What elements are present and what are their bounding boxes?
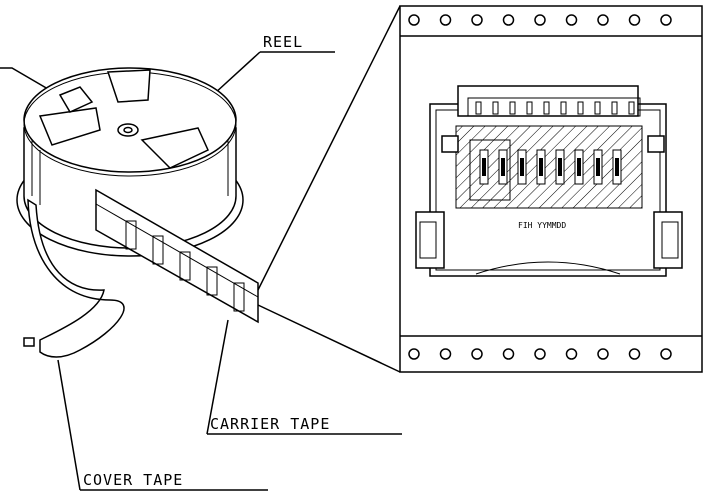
carrier-tape-label: CARRIER TAPE xyxy=(210,415,330,433)
sprocket-hole xyxy=(471,14,483,26)
reel-leader-line xyxy=(213,51,261,95)
sprocket-hole xyxy=(565,14,578,26)
connector-pin xyxy=(543,101,550,115)
connector-pin xyxy=(611,101,618,115)
connector-component: FIH YYMMDD xyxy=(415,85,683,277)
reel-window-top xyxy=(106,69,151,103)
sprocket-hole xyxy=(660,348,672,360)
magnified-view: FIH YYMMDD xyxy=(257,5,703,373)
card-slot-arc xyxy=(475,261,621,275)
connector-pins xyxy=(475,101,635,115)
sprocket-hole xyxy=(408,348,420,360)
carrier-tape-strip xyxy=(95,188,259,324)
tape-pocket xyxy=(233,282,245,312)
sprocket-hole xyxy=(471,348,483,360)
sprocket-hole xyxy=(597,14,609,26)
side-latch-right xyxy=(653,211,683,269)
component-marking: FIH YYMMDD xyxy=(518,221,566,230)
side-latch-left xyxy=(415,211,445,269)
reel-window-left xyxy=(38,107,101,146)
contact-spring xyxy=(501,158,505,176)
carrier-pockets xyxy=(125,220,245,312)
sprocket-hole xyxy=(408,14,420,26)
contact-spring xyxy=(558,158,562,176)
contact-spring xyxy=(596,158,600,176)
sprocket-hole xyxy=(628,14,641,26)
label-leader-line xyxy=(0,67,61,97)
sprocket-holes-top xyxy=(408,14,672,26)
cover-tape xyxy=(27,198,125,358)
reel-label-patch xyxy=(58,86,94,113)
connector-pin xyxy=(475,101,482,115)
contact-spring xyxy=(520,158,524,176)
connector-pin xyxy=(577,101,584,115)
cover-tape-label: COVER TAPE xyxy=(83,471,183,489)
cover-tape-leader-line xyxy=(57,359,81,491)
sprocket-hole xyxy=(502,14,515,26)
connector-pin xyxy=(560,101,567,115)
connector-pin xyxy=(526,101,533,115)
connector-pin xyxy=(509,101,516,115)
carrier-tape-label-group: CARRIER TAPE xyxy=(206,319,402,435)
sprocket-hole xyxy=(534,348,546,360)
sprocket-hole xyxy=(660,14,672,26)
tape-pocket xyxy=(206,266,218,296)
reel xyxy=(16,67,244,257)
contact-spring xyxy=(577,158,581,176)
cover-tape-label-group: COVER TAPE xyxy=(57,359,268,491)
sprocket-hole xyxy=(502,348,515,360)
sprocket-hole xyxy=(439,348,452,360)
connector-pin xyxy=(628,101,635,115)
corner-tab-right xyxy=(647,135,665,153)
sprocket-hole xyxy=(597,348,609,360)
tape-pocket xyxy=(125,220,137,250)
zoom-line-top xyxy=(257,5,401,291)
sprocket-hole xyxy=(565,348,578,360)
connector-pin xyxy=(492,101,499,115)
contact-spring xyxy=(539,158,543,176)
tape-pocket xyxy=(179,251,191,281)
reel-label-group: REEL xyxy=(213,33,335,95)
sprocket-hole xyxy=(439,14,452,26)
sprocket-hole xyxy=(534,14,546,26)
contact-spring xyxy=(615,158,619,176)
tape-pocket xyxy=(152,235,164,265)
contact-spring xyxy=(482,158,486,176)
connector-pin xyxy=(594,101,601,115)
reel-window-right xyxy=(140,127,209,169)
carrier-tape-leader-line xyxy=(206,319,229,435)
connector-contacts xyxy=(479,149,622,185)
sprocket-holes-bottom xyxy=(408,348,672,360)
corner-tab-left xyxy=(441,135,459,153)
sprocket-hole xyxy=(628,348,641,360)
reel-label: REEL xyxy=(263,33,303,51)
zoom-line-bottom xyxy=(257,304,401,373)
cover-tape-end xyxy=(23,337,35,347)
